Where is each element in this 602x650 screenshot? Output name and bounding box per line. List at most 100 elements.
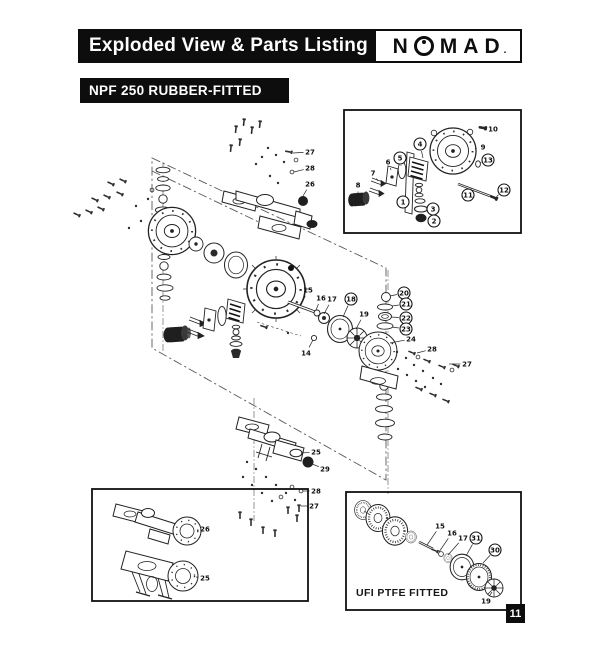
housing-bolt-dot bbox=[288, 265, 294, 271]
model-label: NPF 250 RUBBER-FITTED bbox=[89, 83, 262, 98]
callout-16: 16 bbox=[315, 294, 326, 311]
svg-text:25: 25 bbox=[200, 574, 210, 582]
callout-27: 27 bbox=[301, 502, 319, 510]
svg-text:17: 17 bbox=[327, 295, 337, 303]
svg-text:8: 8 bbox=[356, 181, 361, 189]
callout-1: 1 bbox=[396, 195, 411, 209]
top-fastener-group bbox=[228, 118, 299, 185]
svg-text:4: 4 bbox=[418, 140, 423, 148]
svg-text:26: 26 bbox=[200, 525, 210, 533]
callout-15: 15 bbox=[300, 286, 313, 306]
callout-13: 13 bbox=[479, 153, 495, 167]
svg-text:15: 15 bbox=[303, 286, 313, 294]
diaphragm-rod-assembly bbox=[256, 300, 368, 349]
pipe-plug bbox=[302, 456, 314, 468]
callout-8: 8 bbox=[356, 181, 361, 193]
callout-24: 24 bbox=[389, 335, 416, 343]
left-fastener-group bbox=[72, 177, 155, 230]
nomad-logo: N M A D . bbox=[374, 29, 522, 63]
svg-text:14: 14 bbox=[301, 349, 311, 357]
left-water-chamber bbox=[147, 206, 197, 256]
callout-19: 19 bbox=[481, 591, 493, 605]
callout-12: 12 bbox=[496, 183, 511, 197]
svg-text:17: 17 bbox=[458, 534, 468, 542]
callout-20: 20 bbox=[389, 286, 411, 300]
muffler bbox=[163, 325, 191, 343]
svg-text:27: 27 bbox=[309, 502, 319, 510]
svg-text:25: 25 bbox=[311, 448, 321, 456]
callout-3: 3 bbox=[425, 202, 440, 216]
callout-15: 15 bbox=[426, 522, 445, 546]
svg-text:3: 3 bbox=[431, 205, 436, 213]
ptfe-disc-set bbox=[353, 499, 504, 598]
inset-caption: UFI PTFE FITTED bbox=[356, 587, 448, 599]
callout-16: 16 bbox=[438, 529, 457, 553]
svg-text:23: 23 bbox=[401, 325, 411, 333]
svg-text:27: 27 bbox=[305, 148, 315, 156]
svg-text:16: 16 bbox=[447, 529, 457, 537]
nomad-o-icon bbox=[413, 36, 434, 56]
callout-6: 6 bbox=[386, 158, 392, 171]
bottom-left-inset bbox=[91, 488, 309, 602]
page-header: Exploded View & Parts Listing N M A D . bbox=[78, 29, 522, 63]
svg-text:28: 28 bbox=[427, 345, 437, 353]
svg-text:26: 26 bbox=[305, 180, 315, 188]
svg-text:30: 30 bbox=[490, 546, 500, 554]
svg-text:2: 2 bbox=[432, 217, 437, 225]
callout-28: 28 bbox=[416, 345, 437, 353]
muffler-cap bbox=[298, 196, 308, 206]
page-number-badge: 11 bbox=[506, 604, 525, 623]
bottom-right-inset: UFI PTFE FITTED bbox=[345, 491, 522, 611]
svg-text:10: 10 bbox=[488, 125, 498, 133]
manifold-assembly-26 bbox=[112, 503, 202, 546]
svg-text:16: 16 bbox=[316, 294, 326, 302]
title-bar: Exploded View & Parts Listing bbox=[78, 29, 374, 63]
air-motor-housing bbox=[429, 127, 477, 175]
svg-text:19: 19 bbox=[481, 597, 491, 605]
right-water-chamber bbox=[358, 331, 399, 390]
callout-11: 11 bbox=[461, 188, 475, 202]
callout-7: 7 bbox=[371, 169, 379, 182]
o-ring-14 bbox=[310, 334, 318, 342]
bottom-manifold-assembly bbox=[235, 416, 314, 468]
callout-25: 25 bbox=[300, 448, 321, 456]
callout-2: 2 bbox=[426, 214, 441, 228]
svg-text:24: 24 bbox=[406, 335, 416, 343]
svg-text:28: 28 bbox=[311, 487, 321, 495]
bolt-arrows bbox=[186, 316, 207, 340]
brand-letter-n: N bbox=[392, 34, 408, 58]
callout-5: 5 bbox=[393, 151, 407, 167]
callout-14: 14 bbox=[301, 339, 314, 357]
callout-25: 25 bbox=[195, 574, 210, 582]
svg-text:31: 31 bbox=[471, 534, 481, 542]
callout-17: 17 bbox=[447, 534, 468, 556]
right-fastener-group bbox=[395, 349, 461, 404]
callout-19: 19 bbox=[355, 310, 369, 330]
callout-28: 28 bbox=[293, 164, 315, 172]
callout-31: 31 bbox=[465, 531, 483, 557]
trademark-dot: . bbox=[503, 45, 507, 56]
nomad-o-dot-icon bbox=[421, 39, 426, 44]
brand-letter-a: A bbox=[463, 34, 479, 58]
svg-text:7: 7 bbox=[371, 169, 376, 177]
callout-29: 29 bbox=[311, 463, 330, 473]
callout-26: 26 bbox=[302, 180, 315, 197]
callout-21: 21 bbox=[391, 297, 413, 311]
callout-27: 27 bbox=[292, 148, 315, 156]
page-number: 11 bbox=[509, 607, 522, 620]
svg-text:1: 1 bbox=[401, 198, 406, 206]
brand-letter-d: D bbox=[484, 34, 500, 58]
svg-text:27: 27 bbox=[462, 360, 472, 368]
callout-23: 23 bbox=[391, 322, 413, 336]
intermediate-discs bbox=[188, 236, 248, 279]
svg-text:12: 12 bbox=[499, 186, 509, 194]
callout-9: 9 bbox=[474, 143, 486, 151]
air-valve-assembly bbox=[163, 298, 246, 358]
svg-text:5: 5 bbox=[398, 154, 403, 162]
center-air-housing bbox=[243, 256, 309, 322]
svg-text:15: 15 bbox=[435, 522, 445, 530]
top-manifold-assembly bbox=[221, 190, 318, 240]
manifold-assembly-25 bbox=[120, 550, 199, 600]
right-valve-stack bbox=[375, 292, 395, 441]
